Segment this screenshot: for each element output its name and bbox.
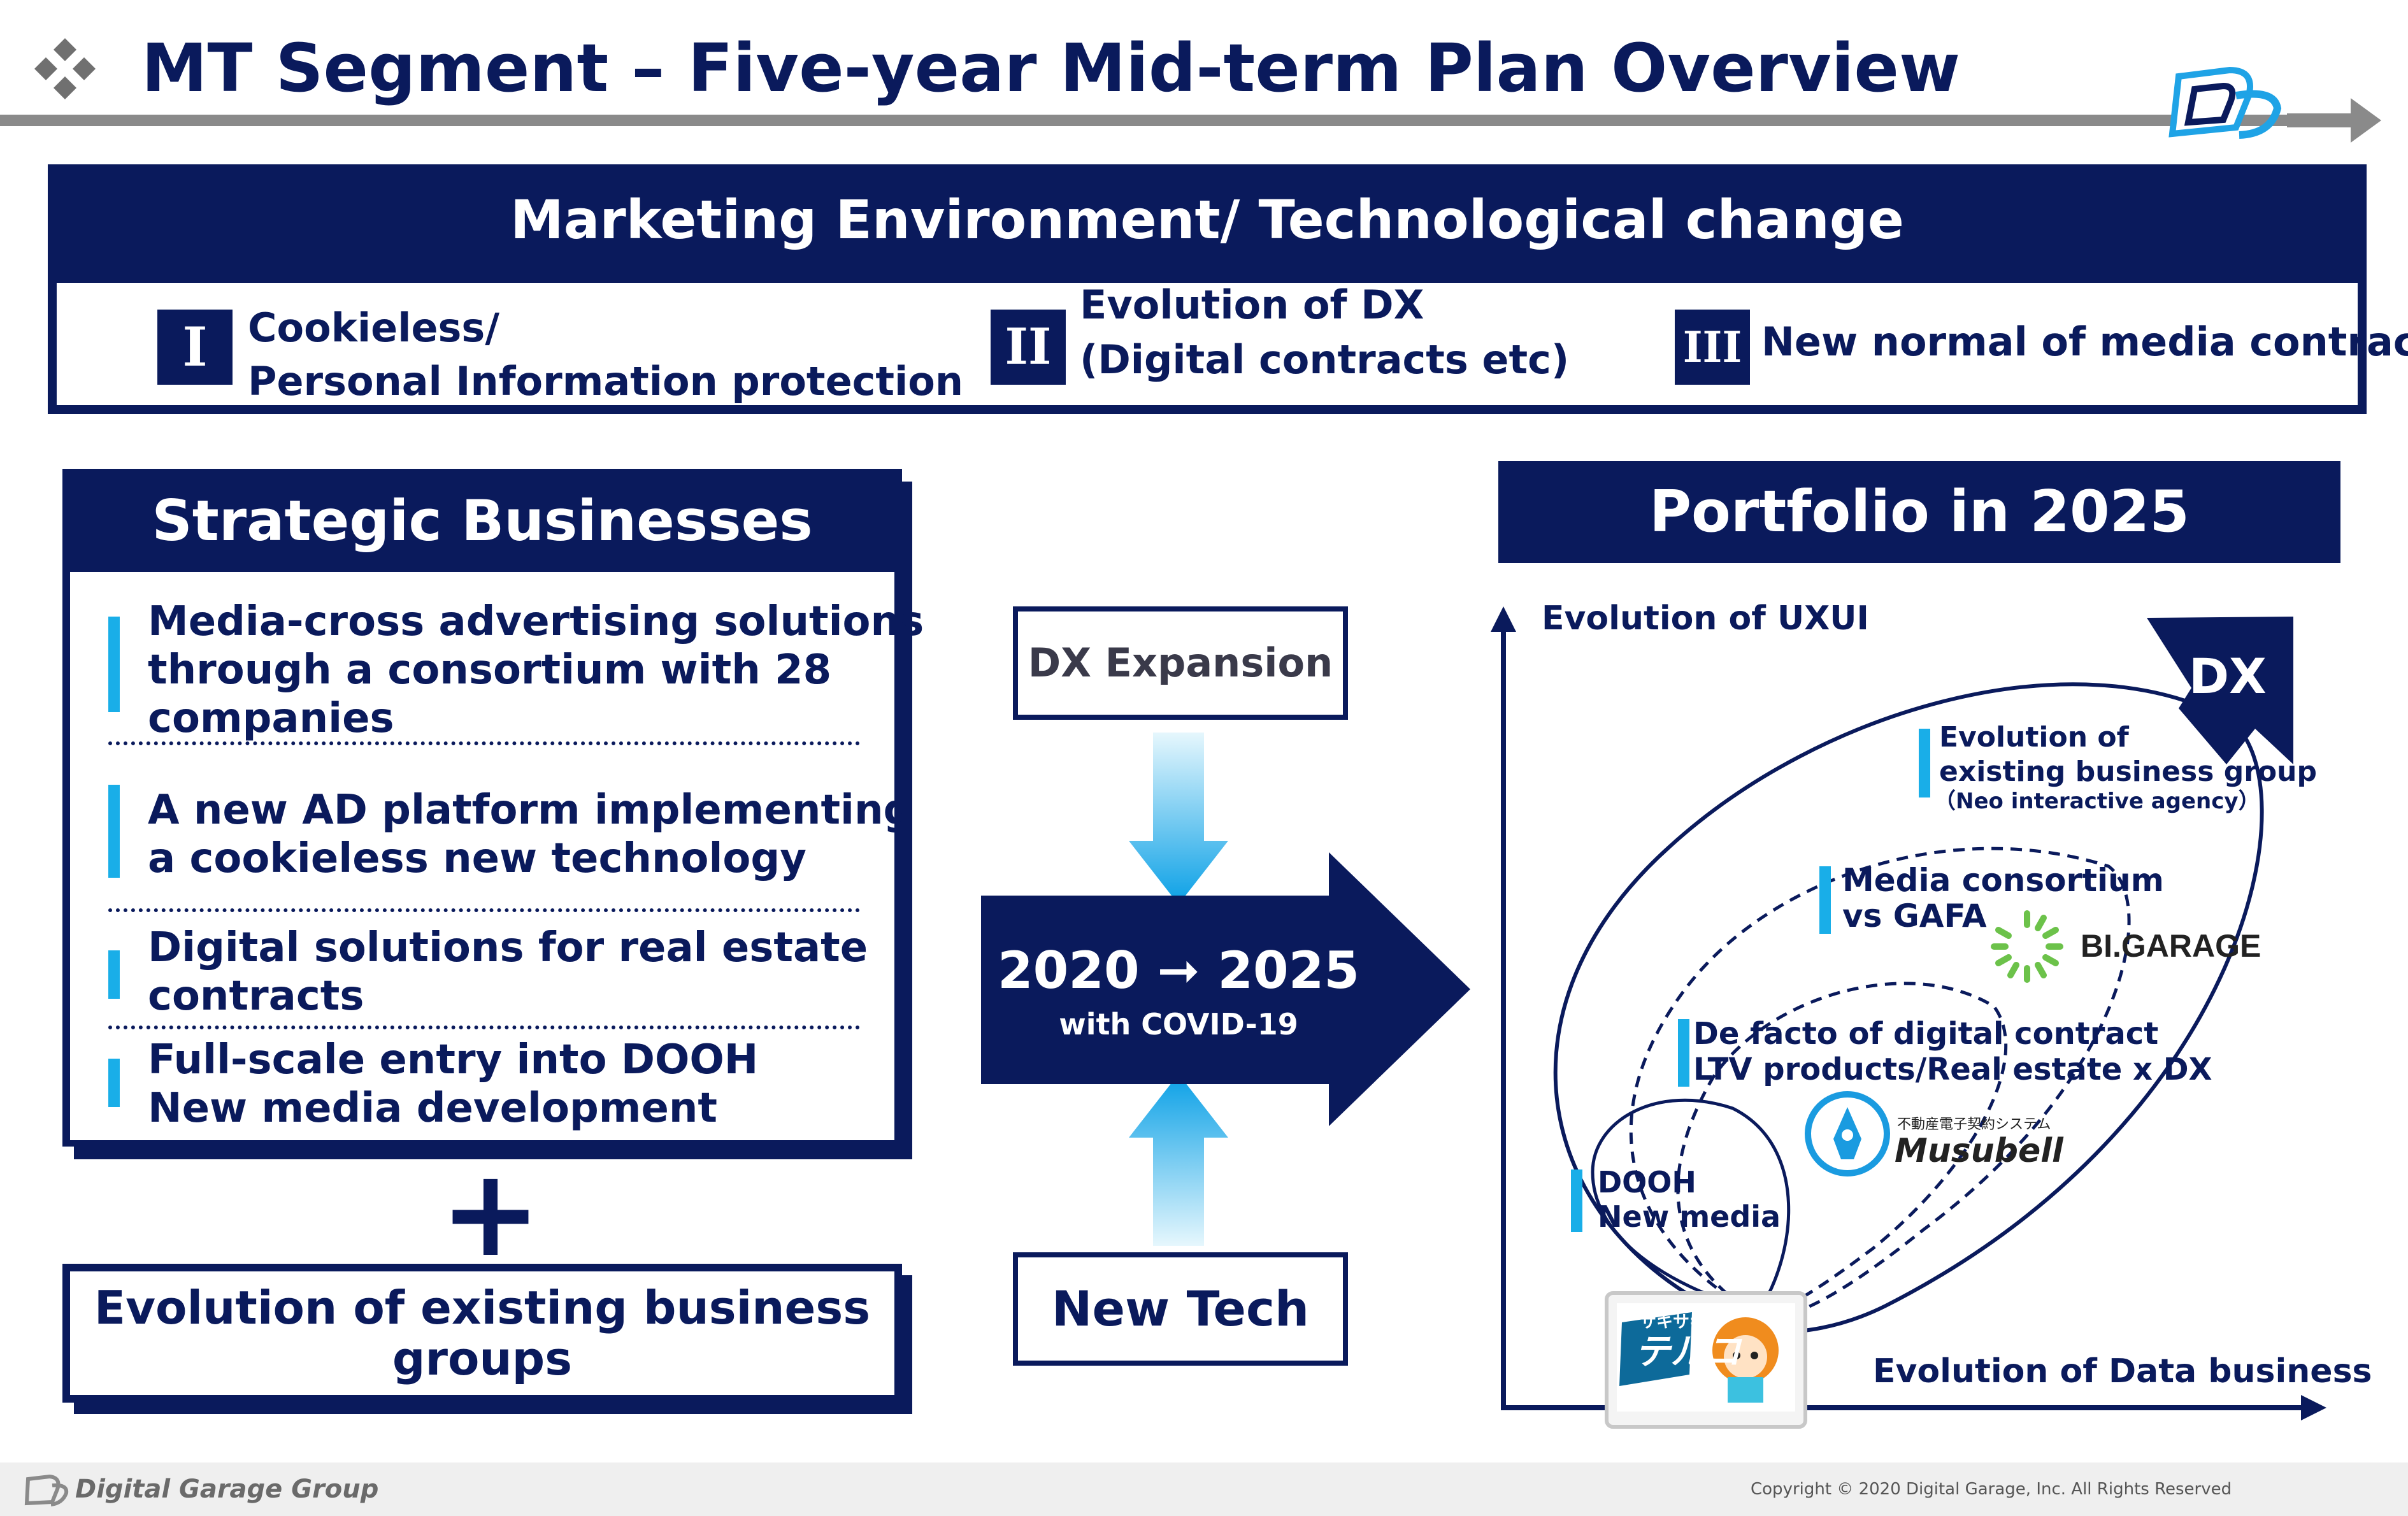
footer: Digital Garage Group Copyright © 2020 Di… <box>0 1462 2408 1516</box>
plus-sign: + <box>440 1143 541 1284</box>
strategic-item-3-line1: Digital solutions for real estate <box>148 924 868 971</box>
strategic-item-2-line1: A new AD platform implementing <box>148 787 913 834</box>
strategic-heading: Strategic Businesses <box>152 488 813 554</box>
telko-device-icon <box>1605 1291 1807 1429</box>
strategic-item-3-line2: contracts <box>148 973 364 1020</box>
outer-loop <box>1553 682 2264 1334</box>
layer-3-bar <box>1678 1019 1689 1087</box>
layer-1-line1: Evolution of <box>1939 721 2129 754</box>
diamond-cluster-icon <box>34 38 96 99</box>
page-title: MT Segment – Five-year Mid-term Plan Ove… <box>141 29 1961 107</box>
timeline-arrow-shape <box>981 852 1470 1126</box>
strategic-item-4-line2: New media development <box>148 1085 717 1132</box>
portfolio-heading: Portfolio in 2025 <box>1498 461 2340 563</box>
bigarage-logo: BI.GARAGE <box>2081 928 2261 964</box>
existing-box: Evolution of existing business groups <box>62 1264 902 1403</box>
environment-item-1-line1: Cookieless/ <box>248 304 499 351</box>
strategic-item-1-line1: Media-cross advertising solutions <box>148 598 924 645</box>
up-arrow-icon <box>1129 1074 1228 1246</box>
musubell-sub: 不動産電子契約システム <box>1897 1117 2051 1133</box>
layer-3-line2: LTV products/Real estate x DX <box>1693 1052 2212 1087</box>
y-axis <box>1491 606 1516 1408</box>
environment-heading: Marketing Environment/ Technological cha… <box>510 189 1904 251</box>
layer-1-note: （Neo interactive agency） <box>1934 789 2260 814</box>
strategic-item-2-bar <box>108 785 120 878</box>
header: MT Segment – Five-year Mid-term Plan Ove… <box>0 0 2408 153</box>
down-arrow-icon <box>1129 733 1228 905</box>
strategic-item-2-line2: a cookieless new technology <box>148 835 806 882</box>
timeline-years: 2020 ➞ 2025 <box>997 941 1360 1000</box>
layer-4-line2: New media <box>1598 1199 1781 1234</box>
dg-logo-icon <box>2168 66 2282 139</box>
divider-3 <box>108 1026 860 1029</box>
existing-line1: Evolution of existing business <box>94 1281 871 1334</box>
musubell-logo: Musubell <box>1895 1132 2063 1170</box>
header-rule <box>0 115 2293 126</box>
layer-3-line1: De facto of digital contract <box>1693 1016 2159 1052</box>
dx-expansion-box: DX Expansion <box>1013 606 1348 720</box>
strategic-panel: Strategic Businesses Media-cross adverti… <box>62 469 924 1147</box>
layer-4-bar <box>1571 1169 1582 1232</box>
environment-item-3-line1: New normal of media contract <box>1761 318 2408 365</box>
y-axis-label: Evolution of UXUI <box>1542 599 1869 638</box>
dx-label: DX <box>2189 648 2267 704</box>
layer-4-line1: DOOH <box>1598 1165 1696 1199</box>
existing-line2: groups <box>392 1332 573 1385</box>
strategic-item-1-line3: companies <box>148 695 394 742</box>
telko-top-text: サキサキ <box>1640 1313 1707 1332</box>
layer-1-bar <box>1919 729 1930 797</box>
dx-arrow <box>2147 617 2293 764</box>
footer-company: Digital Garage Group <box>75 1475 379 1504</box>
divider-1 <box>108 741 860 745</box>
environment-body: I Cookieless/ Personal Information prote… <box>57 282 2408 405</box>
environment-item-2-line1: Evolution of DX <box>1080 282 1424 328</box>
layer-1-line2: existing business group <box>1939 755 2317 788</box>
divider-2 <box>108 908 860 912</box>
bigarage-mark-icon <box>1991 910 2063 983</box>
strategic-item-1-bar <box>108 617 120 712</box>
layer-2-line1: Media consortium <box>1842 862 2164 899</box>
dashed-loop-2 <box>1676 982 2008 1318</box>
numeral-badge-3: III <box>1675 310 1750 385</box>
telko-main-text: テルコ <box>1635 1331 1741 1373</box>
numeral-badge-2: II <box>991 310 1066 385</box>
strategic-item-1-line2: through a consortium with 28 <box>148 647 832 694</box>
x-axis-label: Evolution of Data business <box>1873 1352 2372 1391</box>
environment-item-1-line2: Personal Information protection <box>248 358 963 404</box>
portfolio-diagram <box>1491 606 2326 1429</box>
numeral-badge-1: I <box>157 310 233 385</box>
environment-panel: Marketing Environment/ Technological cha… <box>48 164 2408 414</box>
strategic-item-4-line1: Full-scale entry into DOOH <box>148 1036 759 1083</box>
footer-dg-logo-icon <box>24 1474 69 1506</box>
strategic-body: Media-cross advertising solutions throug… <box>70 572 924 1140</box>
header-arrow-icon <box>2287 98 2381 143</box>
footer-copyright: Copyright © 2020 Digital Garage, Inc. Al… <box>1751 1480 2232 1499</box>
new-tech-box: New Tech <box>1013 1252 1348 1366</box>
layer-2-line2: vs GAFA <box>1842 897 1987 934</box>
dashed-loop-3 <box>1591 1098 1791 1314</box>
layer-2-bar <box>1819 866 1831 934</box>
dashed-loop-1 <box>1629 847 2131 1320</box>
musubell-emblem-icon <box>1805 1091 1890 1176</box>
strategic-item-3-bar <box>108 950 120 999</box>
environment-item-2-line2: (Digital contracts etc) <box>1080 336 1570 383</box>
strategic-item-4-bar <box>108 1059 120 1107</box>
timeline-covid: with COVID-19 <box>1059 1007 1298 1041</box>
